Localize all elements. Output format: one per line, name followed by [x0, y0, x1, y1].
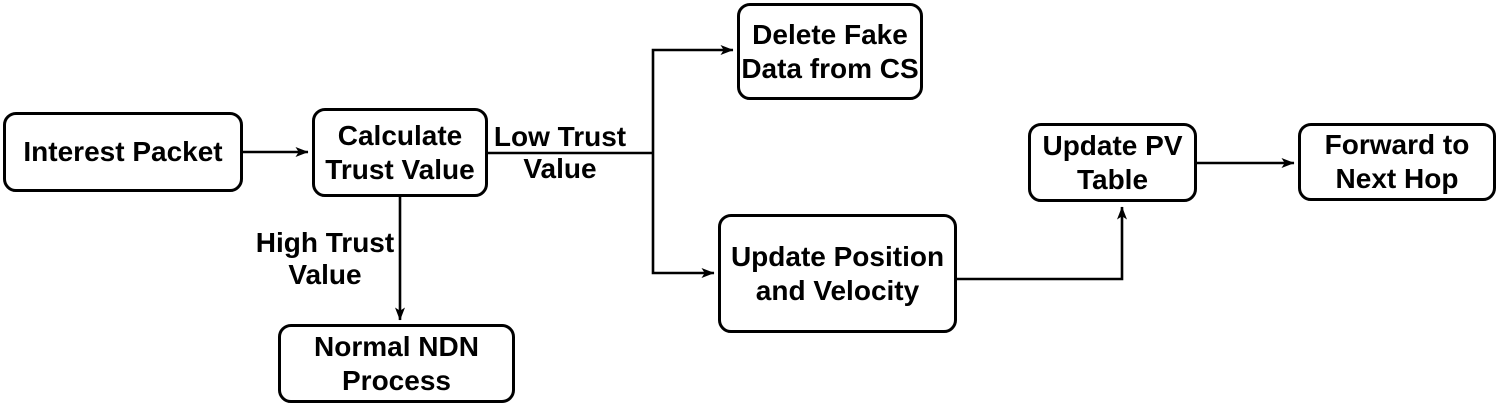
node-delete-fake-data: Delete Fake Data from CS	[737, 3, 923, 100]
node-calculate-trust-value-label: Calculate Trust Value	[325, 119, 475, 185]
node-update-position-velocity-label: Update Position and Velocity	[730, 240, 945, 306]
node-update-pv-table-label: Update PV Table	[1042, 129, 1183, 195]
edge-label-low-trust-value: Low Trust Value	[493, 121, 627, 184]
node-update-position-velocity: Update Position and Velocity	[718, 214, 957, 333]
node-calculate-trust-value: Calculate Trust Value	[312, 108, 488, 197]
node-normal-ndn-process-label: Normal NDN Process	[314, 330, 479, 396]
node-forward-next-hop: Forward to Next Hop	[1298, 123, 1496, 201]
node-delete-fake-data-label: Delete Fake Data from CS	[741, 18, 919, 84]
edge-label-high-trust-value: High Trust Value	[255, 227, 395, 290]
node-normal-ndn-process: Normal NDN Process	[278, 324, 515, 403]
node-interest-packet: Interest Packet	[3, 112, 243, 192]
node-forward-next-hop-label: Forward to Next Hop	[1324, 129, 1470, 194]
node-interest-packet-label: Interest Packet	[23, 136, 223, 168]
edge-low-trust-to-delete-fake	[651, 45, 734, 153]
edge-update-position-to-pv-table	[957, 206, 1127, 281]
edge-low-trust-to-update-position	[651, 153, 715, 278]
node-update-pv-table: Update PV Table	[1028, 123, 1197, 202]
